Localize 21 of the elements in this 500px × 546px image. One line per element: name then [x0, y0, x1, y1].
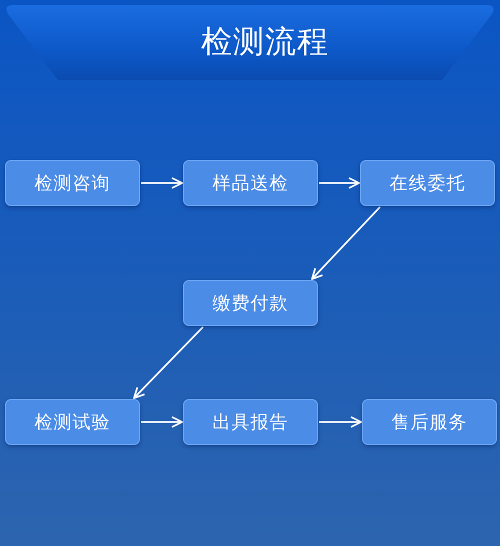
- process-box: [183, 399, 318, 445]
- arrow: [141, 416, 183, 428]
- process-box: [360, 160, 495, 206]
- step-label: 在线委托: [390, 172, 466, 194]
- step-label: 缴费付款: [212, 292, 288, 314]
- process-box: [5, 399, 140, 445]
- step-label: 售后服务: [392, 410, 468, 434]
- title: 检测流程: [200, 26, 330, 57]
- arrow: [141, 177, 183, 189]
- process-box: [183, 160, 318, 206]
- step-label: 出具报告: [212, 410, 288, 434]
- step-label: 检测试验: [34, 410, 110, 434]
- process-box: [183, 280, 318, 326]
- arrow: [319, 177, 360, 189]
- arrow: [319, 416, 362, 428]
- arrow: [133, 326, 204, 399]
- process-box: [362, 399, 497, 445]
- process-box: [5, 160, 140, 206]
- arrow: [311, 206, 381, 280]
- step-label: 检测咨询: [34, 172, 110, 194]
- step-label: 样品送检: [212, 172, 288, 194]
